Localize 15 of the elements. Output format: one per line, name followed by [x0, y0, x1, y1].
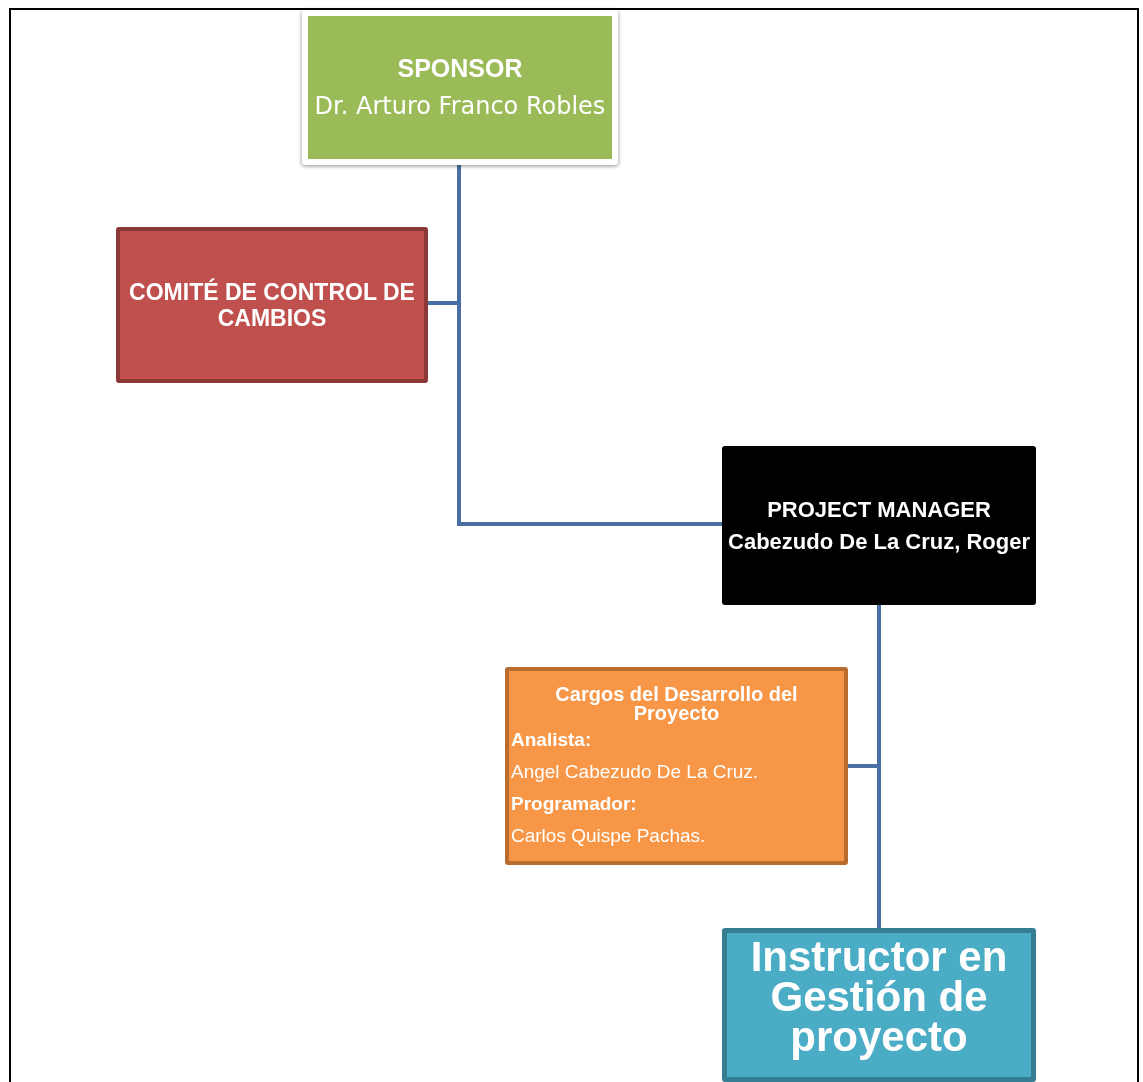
- role-box: [116, 227, 428, 383]
- role-label: Programador:: [511, 793, 638, 815]
- box-heading: PROJECT MANAGER: [766, 497, 992, 523]
- connector-line: [877, 605, 881, 928]
- role-label: Analista:: [511, 729, 593, 752]
- box-heading: SPONSOR: [396, 54, 524, 84]
- box-heading: COMITÉ DE CONTROL DE CAMBIOS: [128, 278, 416, 332]
- box-text: Cabezudo De La Cruz, Roger: [727, 528, 1031, 554]
- box-text: Dr. Arturo Franco Robles: [313, 93, 607, 121]
- box-text: Carlos Quispe Pachas.: [511, 824, 707, 847]
- role-box: [722, 928, 1036, 1082]
- box-text: Angel Cabezudo De La Cruz.: [511, 761, 760, 783]
- team-box: [505, 667, 848, 865]
- role-box: [722, 446, 1036, 605]
- box-heading: Cargos del Desarrollo del Proyecto: [554, 685, 799, 724]
